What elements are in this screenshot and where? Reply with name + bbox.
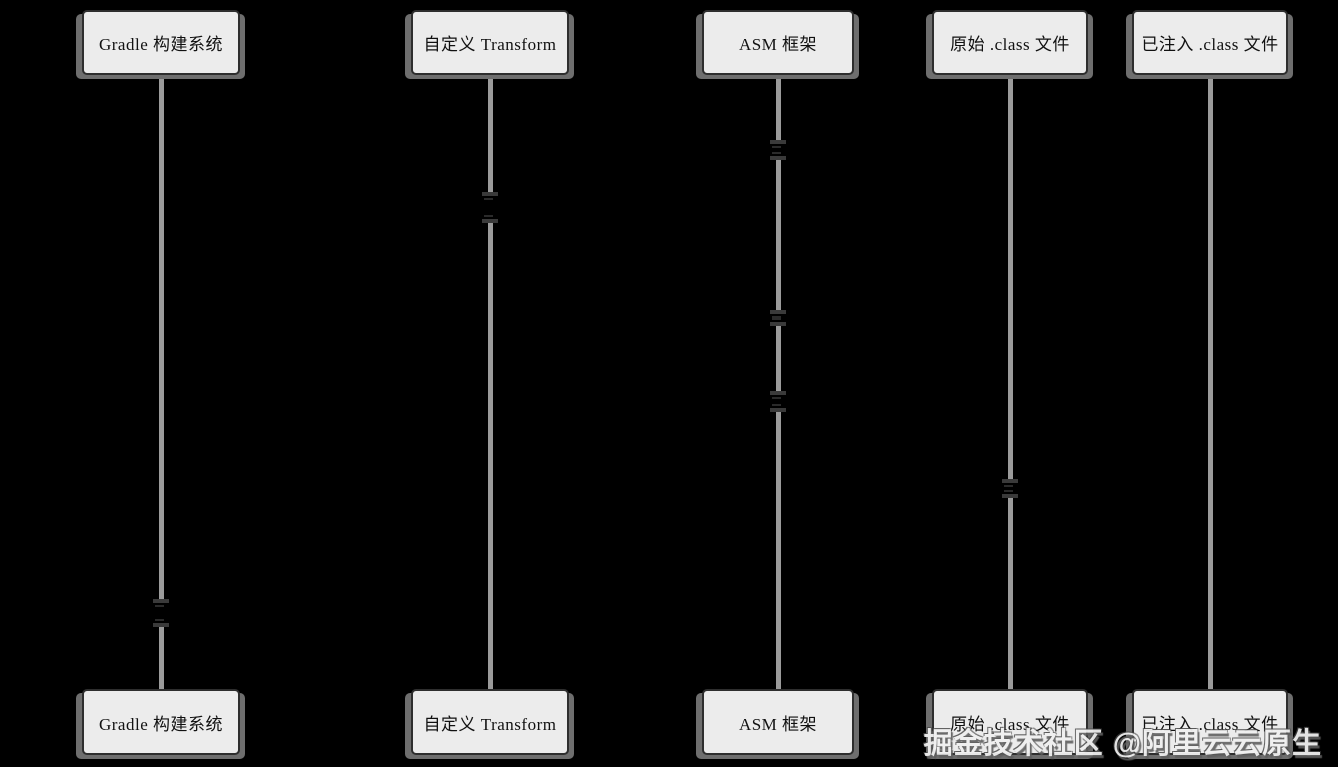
participant-label: ASM 框架 bbox=[738, 35, 818, 54]
participant-label: 原始 .class 文件 bbox=[950, 35, 1070, 54]
participant-label: 已注入 .class 文件 bbox=[1141, 714, 1279, 734]
participant-top-box-1: 自定义 Transform bbox=[411, 10, 569, 75]
lifeline-1 bbox=[488, 75, 493, 690]
participant-top-box-3: 原始 .class 文件 bbox=[932, 10, 1088, 75]
lifeline-0 bbox=[159, 75, 164, 690]
participant-label: 原始 .class 文件 bbox=[950, 714, 1070, 734]
participant-bottom-box-2: ASM 框架 bbox=[702, 689, 854, 755]
participant-label: 自定义 Transform bbox=[423, 35, 557, 54]
participant-bottom-box-4: 已注入 .class 文件 bbox=[1132, 689, 1288, 755]
participant-label: 自定义 Transform bbox=[423, 714, 557, 734]
lifeline-arrow-mark-3 bbox=[770, 310, 786, 326]
lifeline-arrow-mark-5 bbox=[1002, 479, 1018, 498]
participant-top-box-2: ASM 框架 bbox=[702, 10, 854, 75]
participant-bottom-box-3: 原始 .class 文件 bbox=[932, 689, 1088, 755]
participant-bottom-box-1: 自定义 Transform bbox=[411, 689, 569, 755]
lifeline-arrow-mark-0 bbox=[153, 599, 169, 627]
lifeline-arrow-mark-2 bbox=[770, 140, 786, 160]
participant-bottom-box-0: Gradle 构建系统 bbox=[82, 689, 240, 755]
lifeline-arrow-mark-1 bbox=[482, 192, 498, 223]
lifeline-4 bbox=[1208, 75, 1213, 690]
participant-label: Gradle 构建系统 bbox=[98, 714, 223, 734]
participant-label: 已注入 .class 文件 bbox=[1141, 35, 1279, 54]
participant-label: Gradle 构建系统 bbox=[98, 35, 223, 54]
watermark-text: 掘金技术社区 @阿里云云原生 bbox=[923, 728, 1322, 760]
lifeline-arrow-mark-4 bbox=[770, 391, 786, 412]
participant-top-box-4: 已注入 .class 文件 bbox=[1132, 10, 1288, 75]
participant-top-box-0: Gradle 构建系统 bbox=[82, 10, 240, 75]
participant-label: ASM 框架 bbox=[738, 714, 818, 734]
lifeline-3 bbox=[1008, 75, 1013, 690]
lifeline-2 bbox=[776, 75, 781, 690]
